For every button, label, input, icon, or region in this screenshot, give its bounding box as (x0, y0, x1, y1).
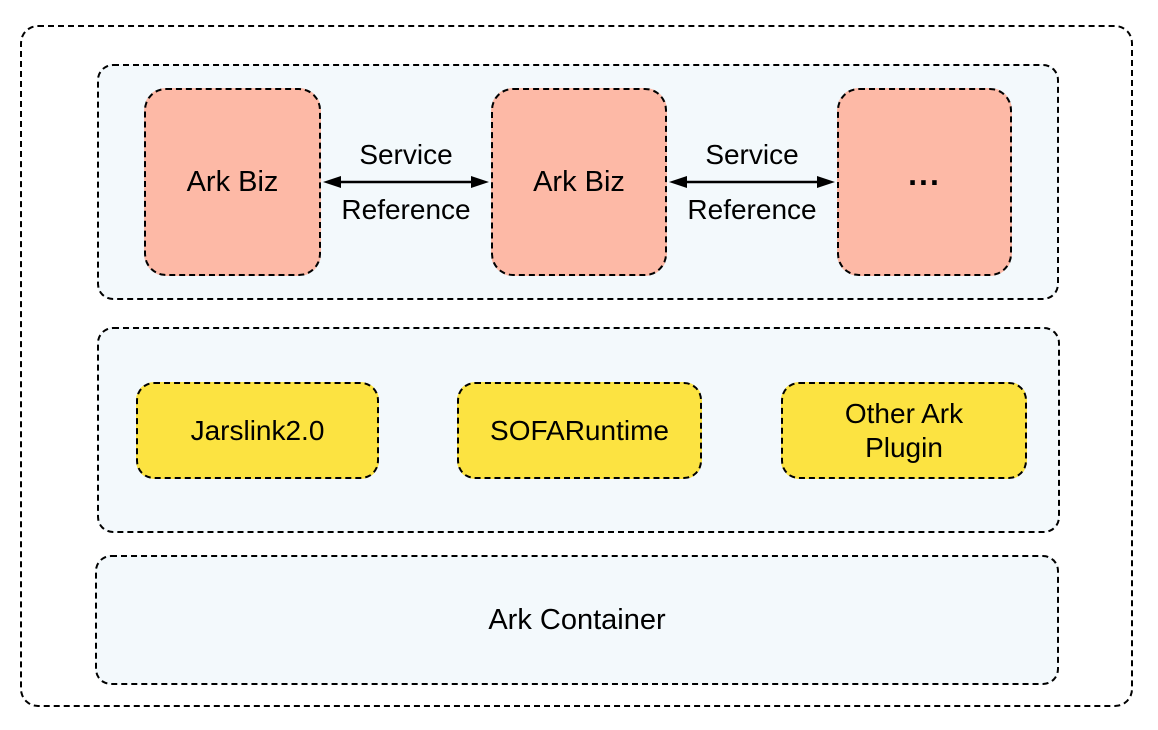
service-reference-connector-2: Service Reference (667, 88, 837, 276)
ark-container-label: Ark Container (488, 603, 666, 636)
jarslink-plugin-box: Jarslink2.0 (136, 382, 379, 479)
service-label-2: Service (705, 139, 799, 170)
sofaruntime-plugin-label: SOFARuntime (490, 414, 669, 446)
plugin-layer: Jarslink2.0 SOFARuntime Other Ark Plugin (97, 327, 1060, 533)
ark-biz-label-2: Ark Biz (533, 165, 625, 198)
ark-biz-label-1: Ark Biz (186, 165, 279, 198)
ark-biz-box-2: Ark Biz (491, 88, 667, 276)
sofaruntime-plugin-box: SOFARuntime (457, 382, 702, 479)
ark-biz-box-more: ... (837, 88, 1012, 276)
reference-label-2: Reference (687, 194, 817, 225)
ark-biz-box-1: Ark Biz (144, 88, 321, 276)
reference-label-1: Reference (341, 194, 471, 225)
more-biz-ellipsis-label: ... (908, 155, 941, 192)
other-ark-plugin-label: Other Ark Plugin (844, 397, 964, 463)
other-ark-plugin-box: Other Ark Plugin (781, 382, 1027, 479)
outer-boundary: Ark Biz Service Reference Ark Biz Servic… (20, 25, 1133, 707)
jarslink-plugin-label: Jarslink2.0 (190, 414, 325, 446)
double-arrow-icon (323, 176, 489, 188)
double-arrow-icon (669, 176, 835, 188)
biz-layer: Ark Biz Service Reference Ark Biz Servic… (97, 64, 1059, 300)
ark-container-layer: Ark Container (95, 555, 1059, 685)
service-reference-connector-1: Service Reference (321, 88, 491, 276)
service-label-1: Service (359, 139, 453, 170)
